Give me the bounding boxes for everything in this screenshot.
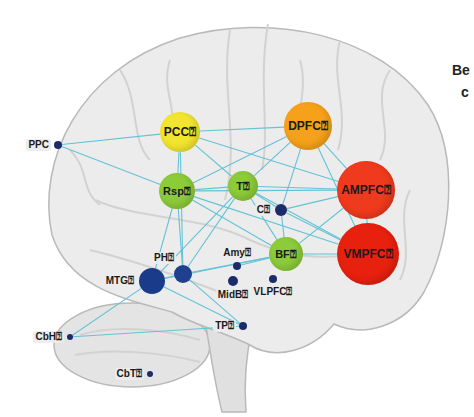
connection-line [195, 145, 231, 176]
connection-line [72, 288, 141, 335]
connection-line [165, 276, 175, 278]
gyri [70, 24, 410, 362]
region-label: VLPFC⍰ [252, 286, 295, 298]
region-circle: T⍰ [228, 171, 258, 201]
region-label: C⍰ [255, 204, 272, 216]
cropped-heading: Be [452, 62, 470, 78]
region-label: CbT⍰ [115, 368, 144, 380]
region-circle: Rsp⍰ [159, 173, 195, 209]
region-dot: MTG⍰ [139, 268, 165, 294]
connection-line [283, 149, 301, 205]
region-label: Amy⍰ [221, 247, 253, 259]
region-dot: C⍰ [275, 204, 287, 216]
region-label: T⍰ [236, 180, 250, 193]
region-label: CbH⍰ [33, 331, 64, 343]
region-label: PCC⍰ [164, 125, 196, 139]
connection-line [287, 197, 338, 209]
connection-line [241, 258, 270, 265]
region-dot: PPC [54, 141, 62, 149]
connection-line [62, 146, 161, 184]
connection-line [200, 127, 284, 131]
region-dot: CbT⍰ [147, 371, 153, 377]
connection-line [258, 186, 337, 189]
connection-line [190, 280, 240, 323]
connection-line [282, 216, 284, 237]
region-circle: BF⍰ [269, 237, 303, 271]
region-label: PH⍰ [152, 252, 176, 264]
region-circle: DPFC⍰ [284, 102, 332, 150]
connection-line [192, 200, 271, 246]
region-label: DPFC⍰ [288, 119, 328, 133]
region-label: PPC [26, 139, 51, 151]
region-dot: TP⍰ [239, 322, 247, 330]
region-dot: VLPFC⍰ [269, 275, 277, 283]
connection-line [256, 193, 341, 239]
region-circle: AMPFC⍰ [337, 161, 395, 219]
connection-line [303, 254, 337, 255]
connection-line [178, 152, 179, 173]
connection-line [178, 209, 182, 265]
region-dot: MidB⍰ [228, 276, 238, 286]
connection-line [195, 187, 228, 190]
cerebrum [49, 27, 449, 352]
region-dot: CbH⍰ [67, 334, 73, 340]
connection-line [62, 134, 160, 144]
region-label: BF⍰ [275, 248, 297, 261]
region-label: MTG⍰ [104, 275, 136, 287]
connection-line [254, 142, 290, 176]
connection-line [194, 197, 339, 245]
region-label: MidB⍰ [216, 289, 250, 301]
region-dot: Amy⍰ [233, 262, 241, 270]
connection-line [195, 190, 337, 192]
cropped-heading: c [461, 84, 469, 100]
connection-line [324, 144, 347, 169]
region-circle: VMPFC⍰ [337, 223, 399, 285]
region-label: VMPFC⍰ [344, 247, 393, 261]
region-dot: PH⍰ [174, 265, 192, 283]
region-label: Rsp⍰ [163, 185, 191, 198]
region-label: TP⍰ [213, 320, 236, 332]
region-circle: PCC⍰ [160, 112, 200, 152]
region-label: AMPFC⍰ [341, 183, 391, 197]
